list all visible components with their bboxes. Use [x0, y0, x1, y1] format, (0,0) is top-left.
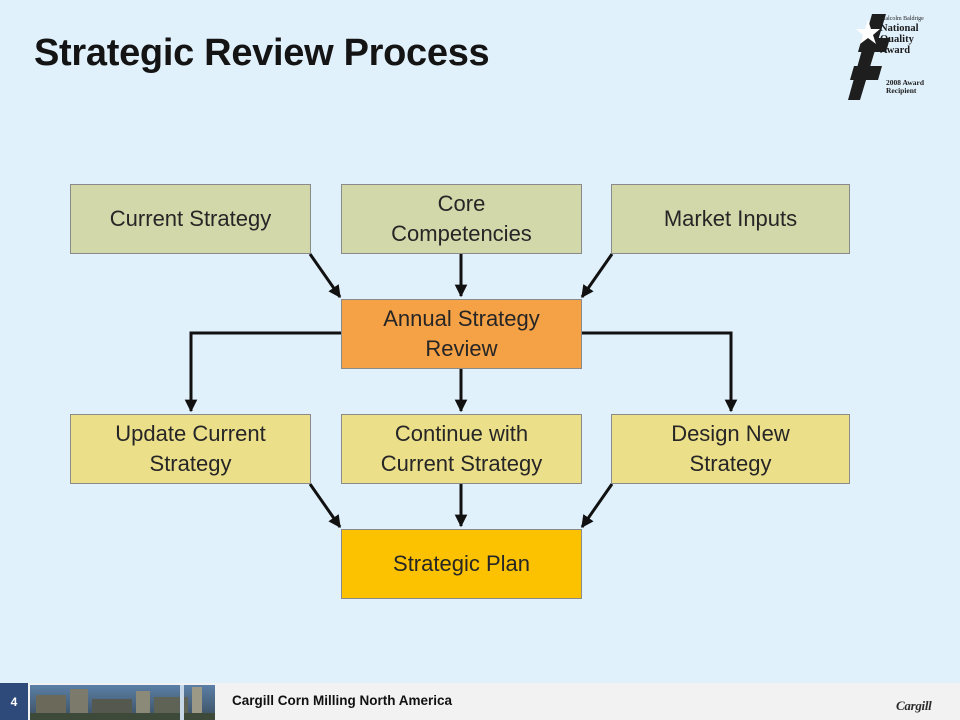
- arrow-current-strategy-to-review: [308, 253, 342, 299]
- arrow-design-to-plan: [580, 483, 614, 529]
- award-line-4: Award: [880, 45, 911, 56]
- box-continue-current-strategy: Continue with Current Strategy: [341, 414, 582, 484]
- box-core-competencies: Core Competencies: [341, 184, 582, 254]
- box-design-new-strategy: Design New Strategy: [611, 414, 850, 484]
- arrow-update-to-plan: [308, 483, 342, 529]
- baldrige-award-star-icon: [848, 14, 890, 100]
- arrow-market-inputs-to-review: [580, 253, 614, 299]
- box-current-strategy: Current Strategy: [70, 184, 311, 254]
- award-line-6: Recipient: [886, 86, 917, 95]
- box-strategic-plan: Strategic Plan: [341, 529, 582, 599]
- cargill-logo: Cargill: [896, 698, 932, 713]
- arrow-review-to-design: [580, 331, 738, 413]
- box-update-current-strategy: Update Current Strategy: [70, 414, 311, 484]
- arrow-review-to-update: [184, 331, 342, 413]
- baldrige-award-logo: Malcolm Baldrige National Quality Award …: [846, 8, 942, 104]
- box-market-inputs: Market Inputs: [611, 184, 850, 254]
- award-line-2: National: [880, 23, 919, 34]
- footer-company-name: Cargill Corn Milling North America: [232, 693, 453, 708]
- award-line-1: Malcolm Baldrige: [880, 16, 924, 22]
- award-line-3: Quality: [880, 34, 914, 45]
- plant-photo-image: [30, 685, 215, 720]
- box-annual-strategy-review: Annual Strategy Review: [341, 299, 582, 369]
- slide-title: Strategic Review Process: [34, 32, 490, 74]
- award-line-5: 2008 Award: [886, 78, 924, 87]
- page-number: 4: [0, 683, 28, 720]
